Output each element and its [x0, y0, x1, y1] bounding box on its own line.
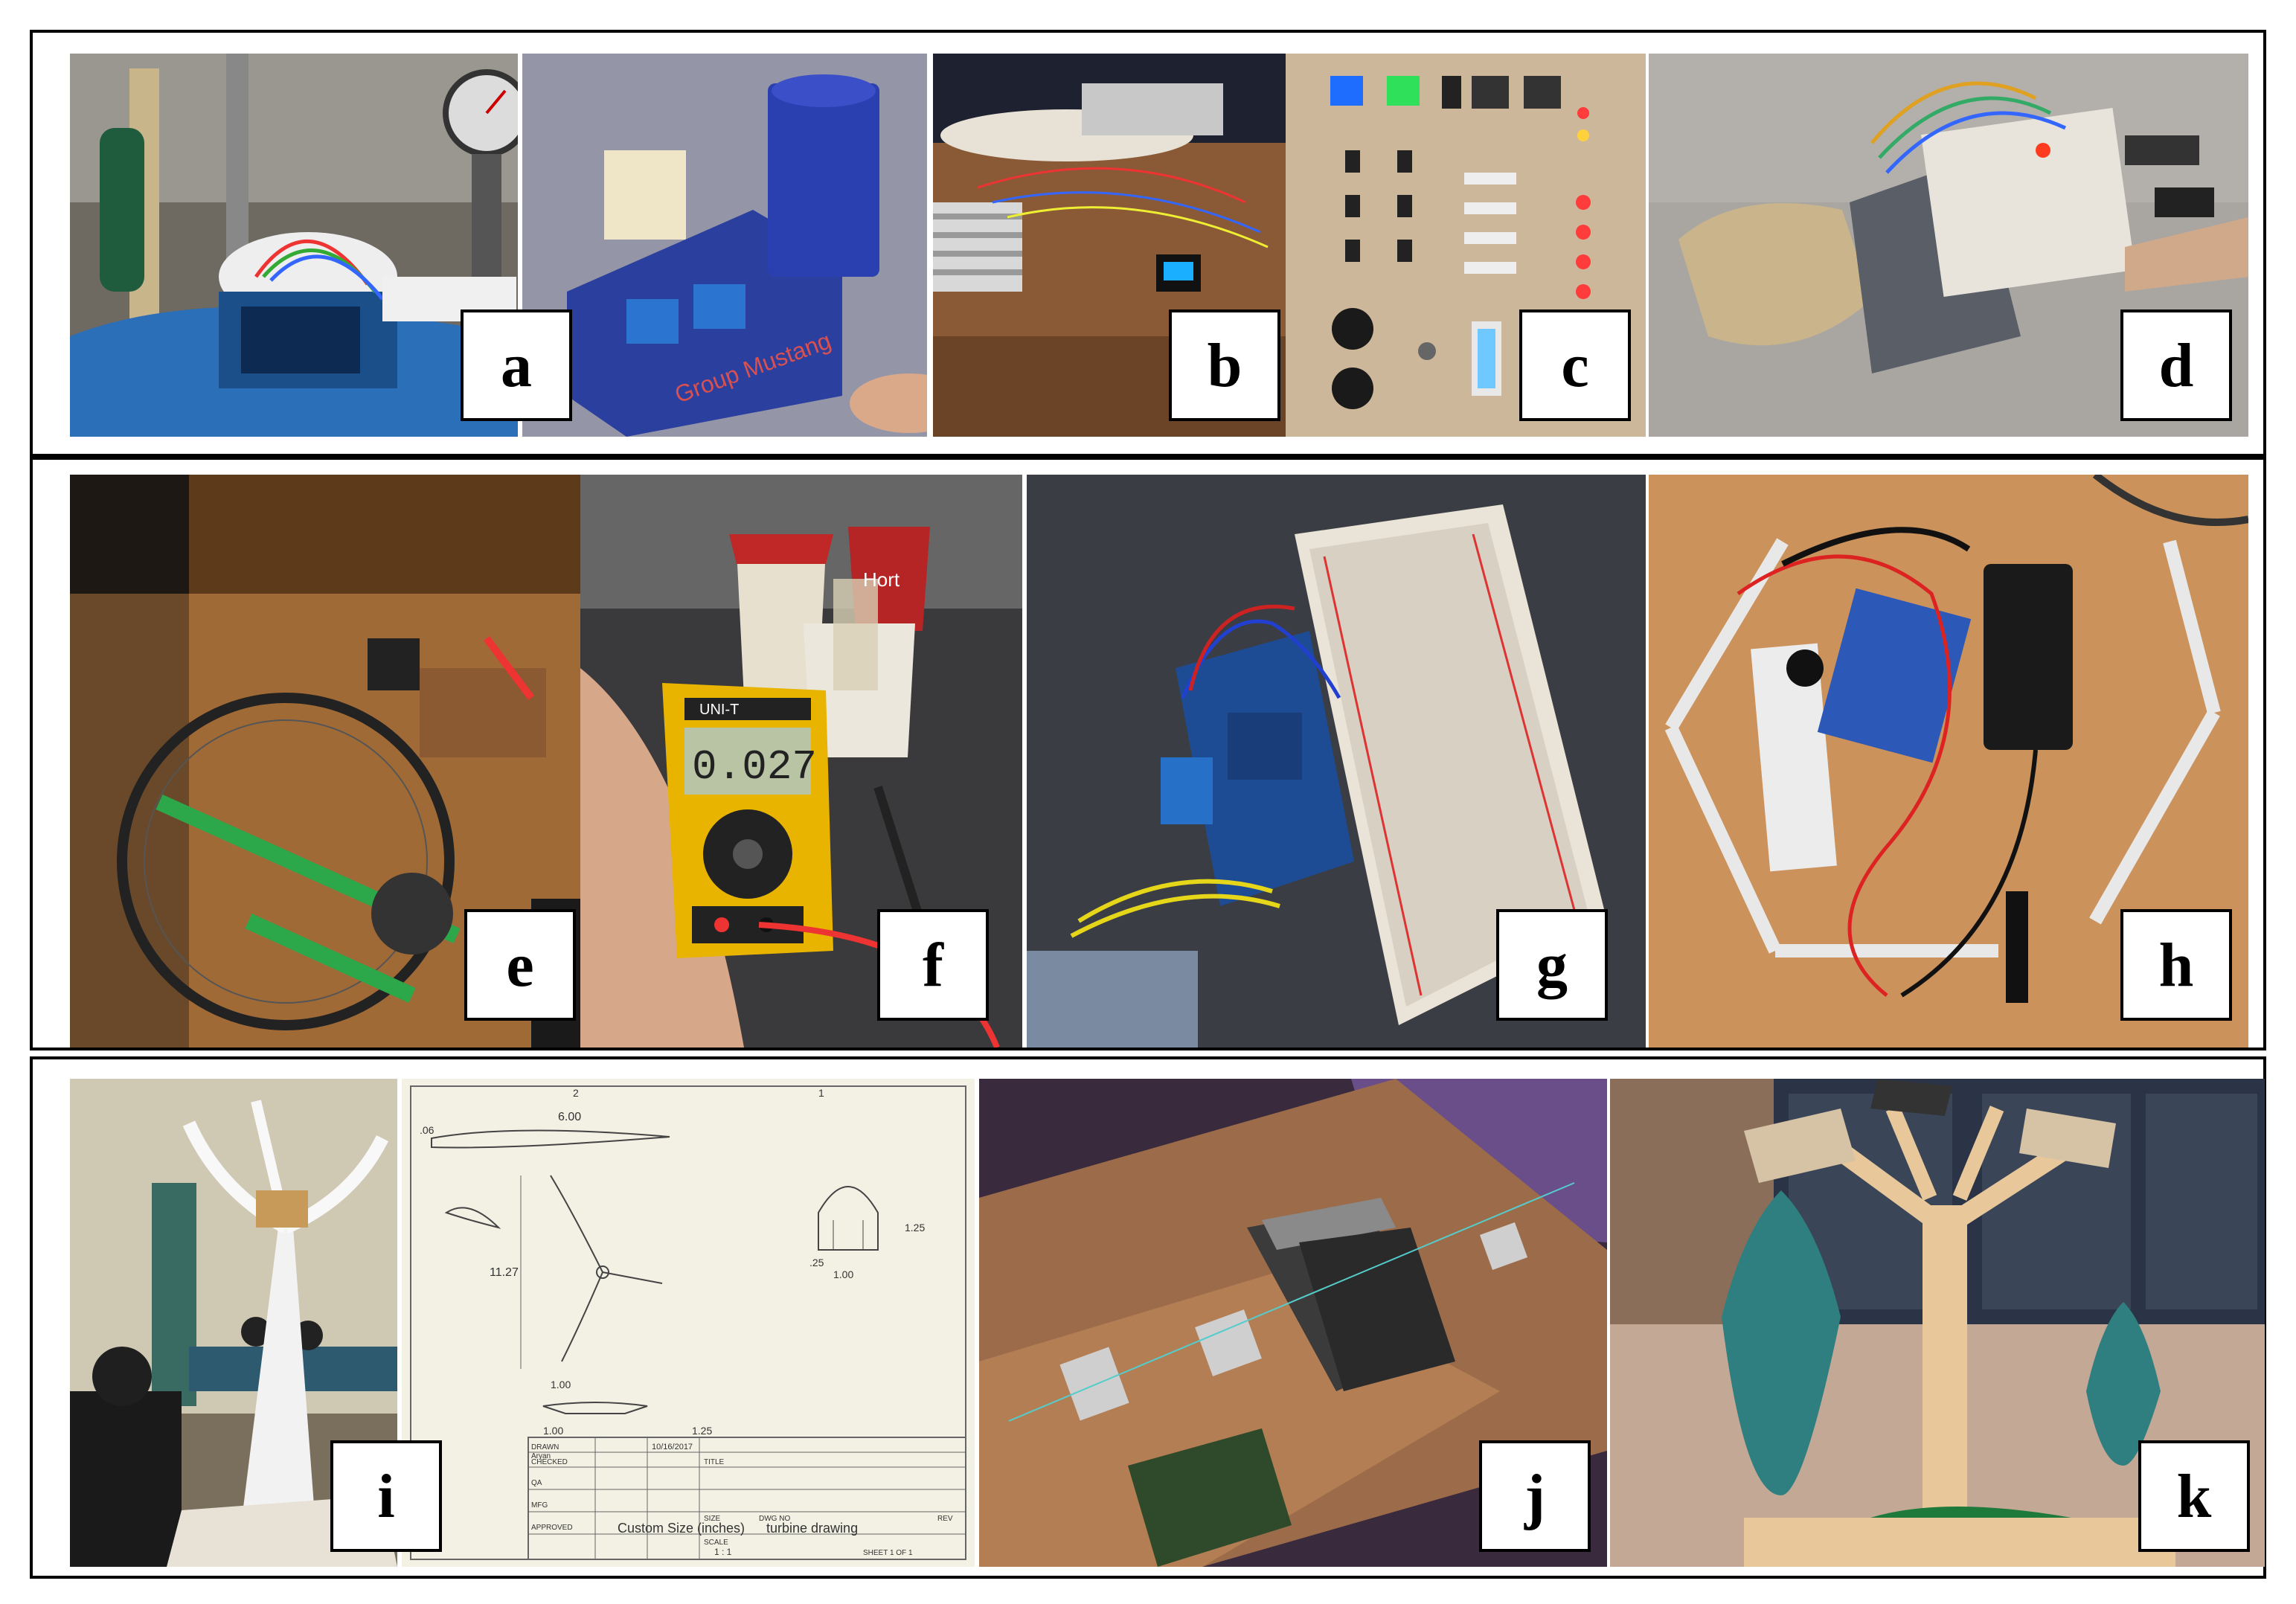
drawing-size-h: SIZE: [704, 1515, 721, 1523]
drawing-author: Aryan: [531, 1452, 551, 1460]
photo-f-meter-reading: 0.027: [692, 743, 817, 791]
drawing-dim-125: 1.25: [905, 1222, 925, 1234]
panel-label-i: i: [330, 1440, 442, 1552]
panel-label-d: d: [2120, 309, 2232, 421]
panel-label-c: c: [1519, 309, 1631, 421]
drawing-dim-short: .06: [420, 1124, 434, 1136]
photo-f-brand-text: UNI-T: [699, 702, 739, 718]
drawing-date: 10/16/2017: [652, 1443, 693, 1451]
photo-g: [1027, 475, 1646, 1048]
panel-label-b: b: [1169, 309, 1280, 421]
drawing-i-turbine: 2 1 6.00 .06 11.27 1.00 1.25 1.00 .25: [402, 1079, 975, 1567]
panel-label-g: g: [1496, 909, 1608, 1021]
drawing-dim-height: 11.27: [490, 1266, 519, 1279]
photo-f: UNI-T 0.027 Hort: [580, 475, 1022, 1048]
drawing-checked-h: CHECKED: [531, 1458, 568, 1466]
photo-h: [1649, 475, 2248, 1048]
panel-label-j: j: [1479, 1440, 1591, 1552]
panel-label-a: a: [461, 309, 572, 421]
photo-a-right: Group Mustang: [522, 54, 927, 437]
drawing-dim-100: 1.00: [833, 1268, 853, 1280]
photo-a-left: [70, 54, 518, 437]
drawing-approved-h: APPROVED: [531, 1524, 573, 1532]
drawing-dim-25: .25: [809, 1257, 824, 1268]
drawing-rev-h: REV: [937, 1515, 953, 1523]
drawing-col-label-1: 1: [818, 1087, 824, 1099]
photo-f-cup-text: Hort: [863, 568, 900, 591]
panel-label-k: k: [2138, 1440, 2250, 1552]
figure-row-1: Group Mustang a b: [30, 30, 2266, 457]
panel-label-h: h: [2120, 909, 2232, 1021]
drawing-scale-value: 1 : 1: [714, 1547, 732, 1557]
figure-row-2: e UNI-T 0.027 Hort f: [30, 457, 2266, 1050]
drawing-drawn-h: DRAWN: [531, 1443, 559, 1451]
drawing-scale-h: SCALE: [704, 1539, 728, 1547]
panel-label-e: e: [464, 909, 576, 1021]
photo-e: [70, 475, 613, 1048]
drawing-sheet: SHEET 1 OF 1: [863, 1549, 913, 1557]
panel-label-f: f: [877, 909, 989, 1021]
drawing-dim-width: 1.00: [551, 1379, 571, 1390]
drawing-dim-width-side: 1.00: [543, 1425, 563, 1437]
drawing-dwg-h: DWG NO: [759, 1515, 790, 1523]
drawing-dim-125b: 1.25: [692, 1425, 712, 1437]
drawing-title-value: turbine drawing: [766, 1521, 858, 1536]
drawing-col-label-2: 2: [573, 1087, 579, 1099]
drawing-mfg-h: MFG: [531, 1501, 548, 1510]
drawing-dim-top: 6.00: [558, 1111, 581, 1123]
drawing-qa-h: QA: [531, 1479, 542, 1487]
figure-row-3: 2 1 6.00 .06 11.27 1.00 1.25 1.00 .25: [30, 1056, 2266, 1579]
drawing-title-h: TITLE: [704, 1458, 725, 1466]
photo-d: [1649, 54, 2248, 437]
drawing-size-value: Custom Size (inches): [618, 1521, 745, 1536]
